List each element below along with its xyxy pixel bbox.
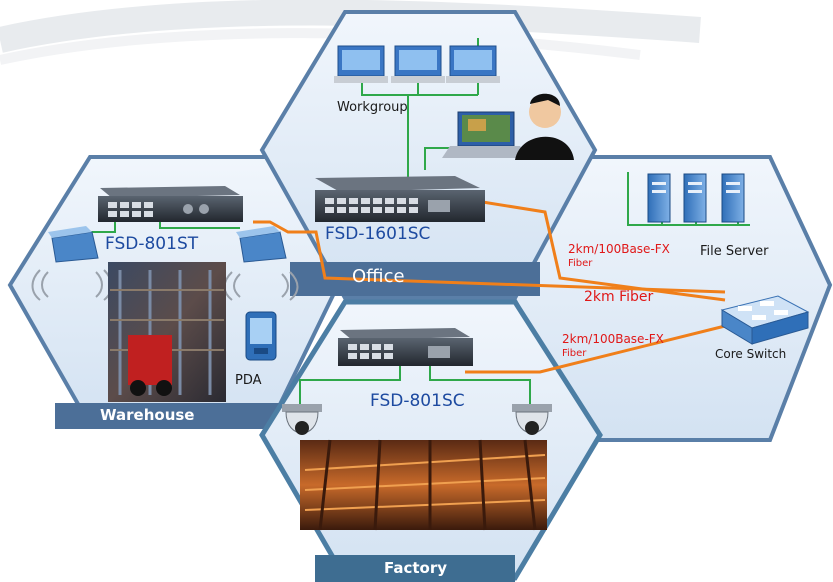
file-server-label: File Server [700, 244, 769, 259]
fiber-links [253, 198, 726, 374]
pda-device [245, 311, 277, 361]
factory-zone-label: Factory [384, 559, 448, 577]
office-fiber-label-line2: Fiber [568, 258, 593, 269]
factory-fiber-label-line1: 2km/100Base-FX [562, 332, 664, 346]
workgroup-label: Workgroup [337, 100, 408, 115]
warehouse-band [55, 403, 285, 429]
core-switch-device [720, 295, 810, 345]
file-servers [647, 173, 745, 223]
factory-band [315, 555, 515, 582]
factory-photo [300, 439, 547, 531]
pda-label: PDA [235, 373, 262, 388]
warehouse-zone-label: Warehouse [100, 406, 195, 424]
workgroup-computers [334, 45, 500, 83]
fsd-1601sc-switch [315, 176, 485, 222]
access-point-right [223, 226, 299, 301]
camera-right [512, 404, 552, 435]
laptop-user [442, 93, 574, 160]
office-zone-label: Office [352, 266, 405, 287]
fsd-1601sc-label: FSD-1601SC [325, 224, 431, 244]
core-switch-label: Core Switch [715, 347, 787, 361]
warehouse-photo [108, 262, 226, 402]
factory-fiber-label-line2: Fiber [562, 348, 587, 359]
office-fiber-label-line1: 2km/100Base-FX [568, 242, 670, 256]
fsd-801st-switch [98, 186, 243, 222]
camera-left [282, 404, 322, 435]
background-swoosh-2 [0, 28, 641, 65]
fsd-801sc-label: FSD-801SC [370, 391, 465, 411]
access-point-left [31, 226, 113, 301]
fsd-801st-label: FSD-801ST [105, 234, 199, 254]
fsd-801sc-switch [338, 328, 473, 366]
utp-links-factory [299, 365, 531, 412]
background-swoosh [0, 0, 701, 53]
office-hexagon [259, 10, 598, 300]
warehouse-fiber-label: 2km Fiber [584, 289, 654, 305]
